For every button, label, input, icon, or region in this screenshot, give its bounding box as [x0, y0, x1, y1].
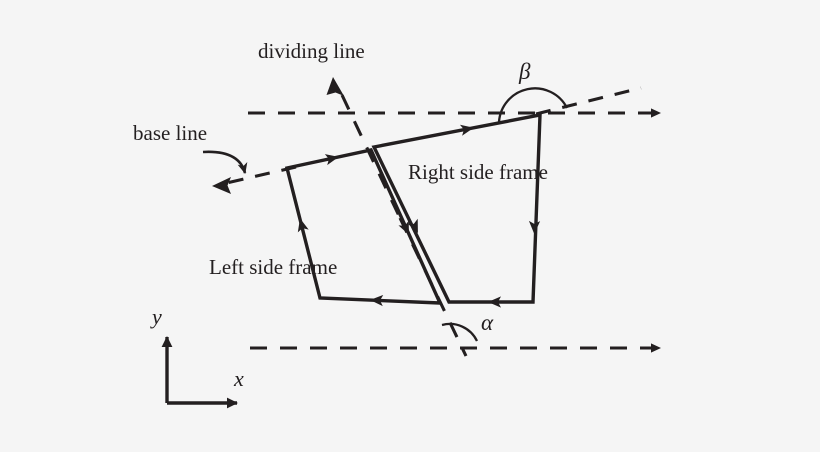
- axis-y-label: y: [152, 304, 162, 329]
- dividing-line-lower-segment: [398, 217, 468, 357]
- dividing-line-upper-segment: [340, 94, 402, 219]
- base-line-graphic: [212, 86, 642, 194]
- dividing-line-graphic: [326, 77, 468, 357]
- left-side-frame-label: Left side frame: [209, 255, 338, 279]
- angle-beta-arc: [497, 87, 569, 123]
- axis-x-label: x: [234, 366, 244, 391]
- angle-alpha-arc: [441, 322, 479, 342]
- base-line-left-segment: [221, 165, 297, 186]
- left-side-frame-shape: [284, 148, 443, 307]
- right-side-frame-label: Right side frame: [408, 160, 548, 184]
- base-line-label: base line: [133, 121, 208, 145]
- angle-beta-label: β: [519, 59, 531, 84]
- base-line-right-segment: [535, 86, 642, 116]
- dividing-line-upper-arrowhead: [326, 77, 344, 96]
- angle-alpha-label: α: [481, 310, 494, 335]
- base-line-leader-arrow: [202, 150, 248, 174]
- coordinate-axes: [161, 336, 238, 409]
- right-side-frame-shape: [371, 112, 542, 308]
- dividing-line-label: dividing line: [258, 39, 365, 63]
- base-line-left-arrowhead: [212, 177, 231, 194]
